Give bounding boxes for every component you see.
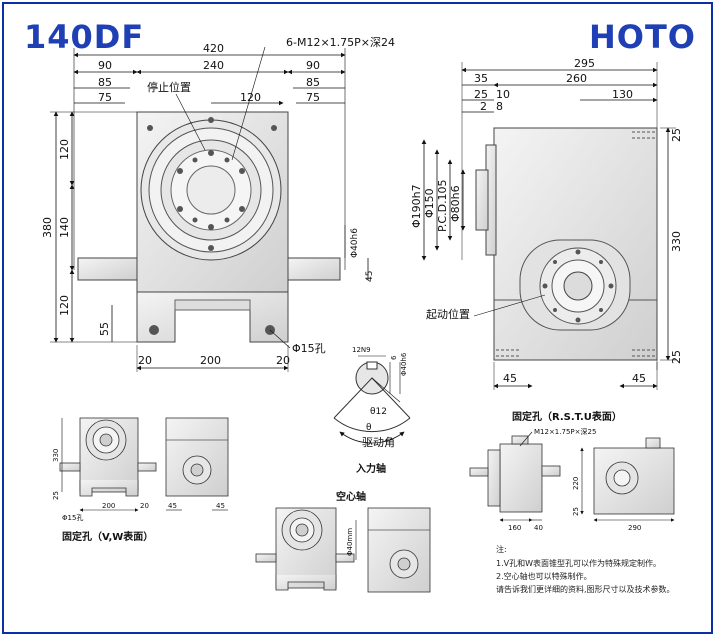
note-line-3: 请告诉我们更详细的资料,图形尺寸以及技术参数。 (496, 584, 675, 594)
model-number: 140DF (24, 18, 145, 56)
fixed-hole-rstu-title: 固定孔（R.S.T.U表面） (512, 410, 622, 423)
mini-left-views (59, 417, 229, 512)
stop-position-label: 停止位置 (147, 80, 191, 94)
dim-8: 8 (496, 100, 503, 113)
hole-dia-label: Φ15孔 (292, 342, 326, 355)
dim-45-left: 45 (503, 372, 517, 385)
start-position-label: 起动位置 (426, 307, 470, 321)
fixed-hole-vw-title: 固定孔（V,W表面） (62, 530, 153, 543)
dim-75-left: 75 (98, 91, 112, 104)
dim-90-left: 90 (98, 59, 112, 72)
dim-420: 420 (203, 42, 224, 55)
mini-hole-dia: Φ15孔 (62, 514, 83, 522)
mini-center-labels: 空心轴 Φ40mm (336, 490, 366, 556)
drive-angle-label: 驱动角 (362, 436, 395, 449)
mini-right-views (469, 431, 675, 522)
notes-heading: 注: (496, 544, 507, 554)
angle-small-label: θ12 (370, 407, 387, 417)
dim-20-left: 20 (138, 354, 152, 367)
shaft-offset-label: 45 (365, 271, 375, 282)
input-shaft-detail (333, 355, 411, 444)
dia-150: Φ150 (423, 188, 436, 218)
side-view-labels: 295 35 260 25 10 2 8 130 Φ190h7 Φ150 P.C… (410, 57, 683, 385)
dia-190: Φ190h7 (410, 184, 423, 228)
hollow-dia-label: Φ40mm (346, 528, 354, 556)
mini-dim-330: 330 (52, 449, 60, 462)
dim-120-top: 120 (58, 139, 71, 160)
dim-75-right: 75 (306, 91, 320, 104)
dia-80: Φ80h6 (449, 185, 462, 222)
dim-120-bottom: 120 (58, 295, 71, 316)
mini-left-labels: 330 25 Φ15孔 200 20 45 45 固定孔（V,W表面） (52, 449, 225, 543)
dim-25: 25 (474, 88, 488, 101)
note-line-2: 2.空心轴也可以特殊制作。 (496, 571, 592, 581)
side-view (421, 62, 676, 390)
front-view-labels: 6-M12×1.75P×深24 420 90 240 90 85 85 75 1… (41, 36, 395, 367)
mini-right-labels: 固定孔（R.S.T.U表面） M12×1.75P×深25 220 160 40 … (508, 410, 641, 532)
dim-55: 55 (98, 322, 111, 336)
dim-140: 140 (58, 217, 71, 238)
key-depth-label: 6 (390, 355, 398, 360)
dim-35: 35 (474, 72, 488, 85)
angle-label: θ (366, 423, 372, 433)
dim-85-right: 85 (306, 76, 320, 89)
mini-center-views (255, 507, 431, 593)
input-shaft-title: 入力轴 (356, 462, 386, 475)
mini-dim-20: 20 (140, 502, 149, 510)
rstu-dim-160: 160 (508, 524, 521, 532)
dim-380: 380 (41, 217, 54, 238)
rstu-dim-290: 290 (628, 524, 641, 532)
dim-45-right: 45 (632, 372, 646, 385)
dim-90-right: 90 (306, 59, 320, 72)
dim-130: 130 (612, 88, 633, 101)
dim-10: 10 (496, 88, 510, 101)
dim-85-left: 85 (98, 76, 112, 89)
dim-2: 2 (480, 100, 487, 113)
mini-dim-45-right: 45 (216, 502, 225, 510)
hollow-shaft-title: 空心轴 (336, 490, 366, 503)
shaft-dia-label: Φ40h6 (350, 228, 360, 258)
mini-dim-45-left: 45 (168, 502, 177, 510)
front-view (50, 46, 369, 372)
dim-200: 200 (200, 354, 221, 367)
mini-dim-200: 200 (102, 502, 115, 510)
rstu-dim-220: 220 (572, 477, 580, 490)
input-shaft-labels: 12N9 6 Φ40h6 θ12 θ 驱动角 入力轴 (352, 346, 408, 475)
dim-330: 330 (670, 231, 683, 252)
note-line-1: 1.V孔和W表面锥型孔可以作为特殊规定制作。 (496, 558, 661, 568)
key-width-label: 12N9 (352, 346, 371, 354)
input-shaft-dia: Φ40h6 (400, 352, 408, 376)
dim-295: 295 (574, 57, 595, 70)
rstu-dim-25: 25 (572, 507, 580, 516)
rstu-hole-spec: M12×1.75P×深25 (534, 427, 596, 436)
notes-block: 注: 1.V孔和W表面锥型孔可以作为特殊规定制作。 2.空心轴也可以特殊制作。 … (496, 544, 675, 594)
mini-dim-25: 25 (52, 491, 60, 500)
dim-120: 120 (240, 91, 261, 104)
outer-border (2, 2, 713, 634)
dim-240: 240 (203, 59, 224, 72)
dim-20-right: 20 (276, 354, 290, 367)
dim-25-top: 25 (670, 128, 683, 142)
rstu-dim-40: 40 (534, 524, 543, 532)
dim-25-bottom: 25 (670, 350, 683, 364)
dim-260: 260 (566, 72, 587, 85)
hole-spec-label: 6-M12×1.75P×深24 (286, 36, 395, 49)
brand-logo-text: HOTO (588, 18, 696, 56)
pcd-105: P.C.D.105 (436, 179, 449, 232)
